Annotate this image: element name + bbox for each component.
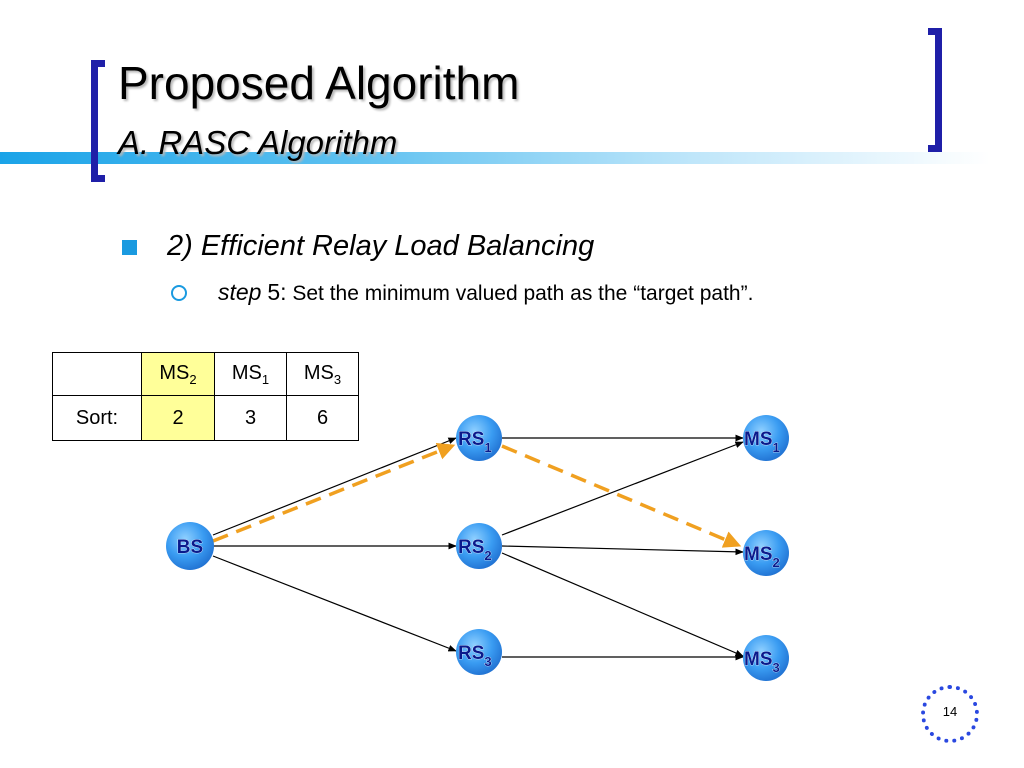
bullet-level1-text: 2) Efficient Relay Load Balancing (167, 230, 595, 262)
node-rs2: RS2 (456, 523, 502, 569)
svg-text:RS3: RS3 (458, 643, 492, 669)
table-cell: 3 (214, 395, 287, 441)
node-bs: BS (166, 522, 214, 570)
page-number-ring (921, 685, 979, 743)
circle-bullet-icon (171, 285, 187, 301)
link-rs2-ms3 (501, 552, 744, 657)
square-bullet-icon (122, 240, 137, 255)
svg-text:RS1: RS1 (458, 429, 492, 455)
svg-text:BS: BS (177, 537, 203, 558)
node-rs1: RS1 (456, 415, 502, 461)
table-cell: 6 (286, 395, 359, 441)
step-number: 5 (267, 279, 281, 305)
node-rs3: RS3 (456, 629, 502, 675)
table-header-cell: MS1 (214, 352, 287, 396)
table-header-cell: MS3 (286, 352, 359, 396)
link-rs2-ms1 (501, 441, 744, 536)
target-path-bs-rs1 (212, 443, 456, 543)
node-ms1: MS1 (743, 415, 789, 461)
slide-subtitle: A. RASC Algorithm (118, 124, 398, 161)
table-header-row: MS2 MS1 MS3 (52, 352, 359, 396)
svg-text:MS1: MS1 (744, 429, 780, 455)
svg-text:MS3: MS3 (744, 649, 780, 675)
link-rs2-ms2 (501, 545, 744, 556)
step-colon: : (280, 279, 287, 305)
table-row-label: Sort: (52, 395, 142, 441)
bullet-level2-text: step 5: Set the minimum valued path as t… (218, 279, 753, 306)
step-description: Set the minimum valued path as the “targ… (286, 282, 754, 305)
svg-text:RS2: RS2 (458, 537, 492, 563)
svg-text:MS2: MS2 (744, 544, 780, 570)
page-number: 14 (942, 704, 958, 719)
node-ms3: MS3 (743, 635, 789, 681)
node-ms2: MS2 (743, 530, 789, 576)
link-bs-rs3 (212, 555, 457, 652)
title-accent-bar (0, 152, 990, 164)
table-row: Sort: 2 3 6 (52, 395, 359, 441)
left-bracket-decoration (91, 60, 105, 182)
target-path-rs1-ms2 (501, 444, 742, 548)
table-cell: 2 (141, 395, 215, 441)
sort-table: MS2 MS1 MS3 Sort: 2 3 6 (52, 352, 359, 441)
step-word: step (218, 279, 262, 305)
link-bs-rs1 (212, 437, 457, 536)
slide-title: Proposed Algorithm (118, 57, 520, 109)
right-bracket-decoration (928, 28, 942, 152)
